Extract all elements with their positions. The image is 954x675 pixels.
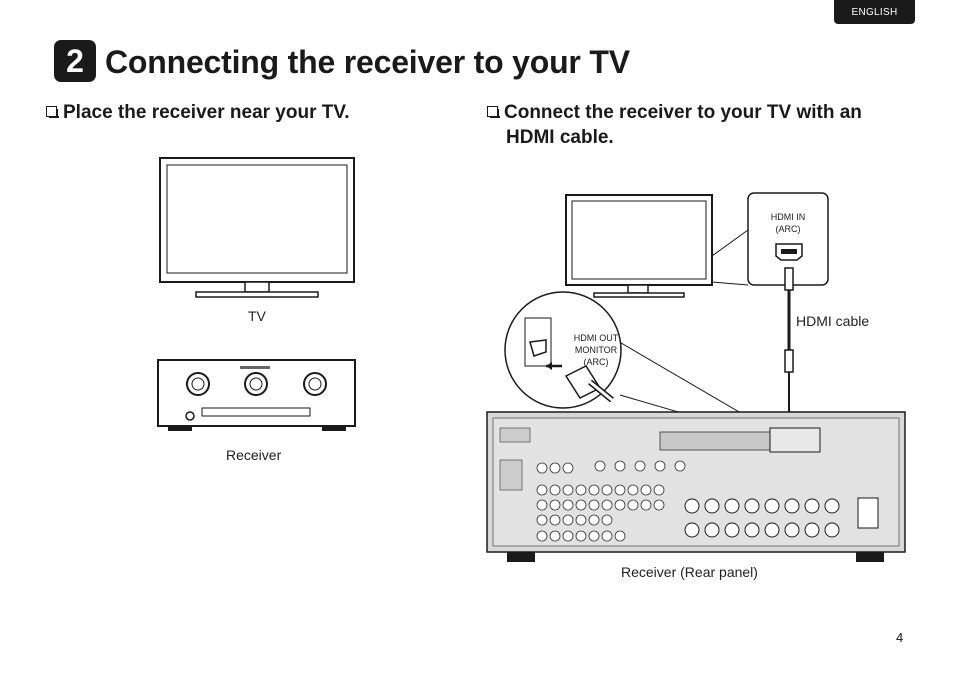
- receiver-caption: Receiver: [226, 447, 282, 463]
- hdmi-out-label: HDMI OUT MONITOR (ARC): [573, 333, 619, 367]
- hdmi-in-label: HDMI IN (ARC): [770, 212, 806, 234]
- hdmi-cable: [784, 267, 794, 430]
- rear-panel-caption: Receiver (Rear panel): [621, 564, 758, 580]
- checkbox-bullet-icon: [46, 106, 59, 118]
- hdmi-cable-caption: HDMI cable: [796, 313, 870, 329]
- receiver-rear-panel: [486, 411, 906, 562]
- page-number: 4: [896, 630, 904, 645]
- hdmi-in-callout: [711, 192, 829, 286]
- page-title: Connecting the receiver to your TV: [105, 44, 630, 80]
- right-section-heading: Connect the receiver to your TV with an …: [487, 100, 927, 150]
- tv-illustration-left: [159, 157, 355, 298]
- language-tab: ENGLISH: [834, 0, 915, 24]
- receiver-front-illustration: [157, 359, 356, 431]
- tv-illustration-right: [565, 194, 713, 298]
- left-section-heading: Place the receiver near your TV.: [46, 100, 350, 125]
- step-number-badge: 2: [54, 40, 96, 82]
- tv-caption: TV: [248, 308, 266, 324]
- checkbox-bullet-icon: [487, 106, 500, 118]
